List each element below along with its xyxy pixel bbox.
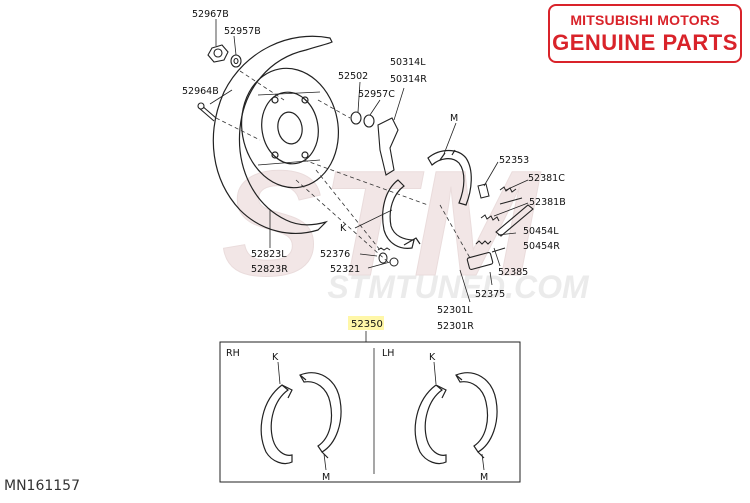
kit-label: 52350 xyxy=(351,319,383,330)
callout-52502: 52502 xyxy=(338,71,368,82)
callout-50454r: 50454R xyxy=(523,241,560,252)
logo-line-2: GENUINE PARTS xyxy=(552,30,738,55)
watermark-small: STMTUNED.COM xyxy=(327,269,590,305)
callout-52301l: 52301L xyxy=(437,305,473,316)
kit-box xyxy=(219,341,521,483)
kit-rh-m: M xyxy=(322,472,330,483)
callout-k-top: K xyxy=(340,223,347,234)
spring-52381b xyxy=(480,197,523,222)
callout-52301r: 52301R xyxy=(437,321,474,332)
backing-plate xyxy=(212,35,340,234)
plug-52502 xyxy=(350,111,362,125)
part-code: MN161157 xyxy=(4,478,80,494)
shoe-k xyxy=(382,179,421,249)
callout-52381c: 52381C xyxy=(528,173,565,184)
kit-rh-shoes xyxy=(260,372,342,465)
kit-lh-k: K xyxy=(429,352,436,363)
kit-52350: 52350 RH LH K M K M xyxy=(219,316,521,483)
shoe-m xyxy=(427,149,472,206)
callout-52823l: 52823L xyxy=(251,249,287,260)
genuine-parts-logo: MITSUBISHI MOTORS GENUINE PARTS xyxy=(548,4,742,63)
watermark: STM STMTUNED.COM xyxy=(221,139,590,308)
spring-52385 xyxy=(475,240,492,245)
callout-50314l: 50314L xyxy=(390,57,426,68)
lever-50314 xyxy=(377,117,399,176)
kit-highlight xyxy=(348,316,384,330)
callout-52385: 52385 xyxy=(498,267,528,278)
callout-52964b: 52964B xyxy=(182,86,219,97)
bolt-52964b xyxy=(197,102,217,122)
assembly-lines xyxy=(215,70,471,263)
callout-m-top: M xyxy=(450,113,458,124)
pin-52376 xyxy=(377,247,391,264)
callout-52381b: 52381B xyxy=(529,197,566,208)
kit-lh-label: LH xyxy=(382,348,394,359)
watermark-big: STM xyxy=(222,139,542,307)
callout-50314r: 50314R xyxy=(390,74,427,85)
kit-leaders xyxy=(277,361,485,471)
callout-50454l: 50454L xyxy=(523,226,559,237)
callout-52967b: 52967B xyxy=(192,9,229,20)
kit-lh-shoes xyxy=(414,372,498,465)
nut-52967b xyxy=(207,44,229,63)
callout-52375: 52375 xyxy=(475,289,505,300)
callout-52353: 52353 xyxy=(499,155,529,166)
callout-52823r: 52823R xyxy=(251,264,288,275)
kit-rh-k: K xyxy=(272,352,279,363)
kit-lh-m: M xyxy=(480,472,488,483)
clip-52957c xyxy=(363,114,375,128)
kit-rh-label: RH xyxy=(226,348,240,359)
washer-52957b xyxy=(230,54,242,68)
callout-labels: 52967B 52957B 52964B 52502 50314L 50314R… xyxy=(182,9,566,332)
logo-line-1: MITSUBISHI MOTORS xyxy=(570,12,720,28)
leader-lines xyxy=(209,19,529,303)
callout-52376: 52376 xyxy=(320,249,350,260)
plate-52353 xyxy=(477,183,490,199)
adjuster-52301 xyxy=(466,247,506,271)
callout-52957b: 52957B xyxy=(224,26,261,37)
callout-52321: 52321 xyxy=(330,264,360,275)
callout-52957c: 52957C xyxy=(358,89,395,100)
